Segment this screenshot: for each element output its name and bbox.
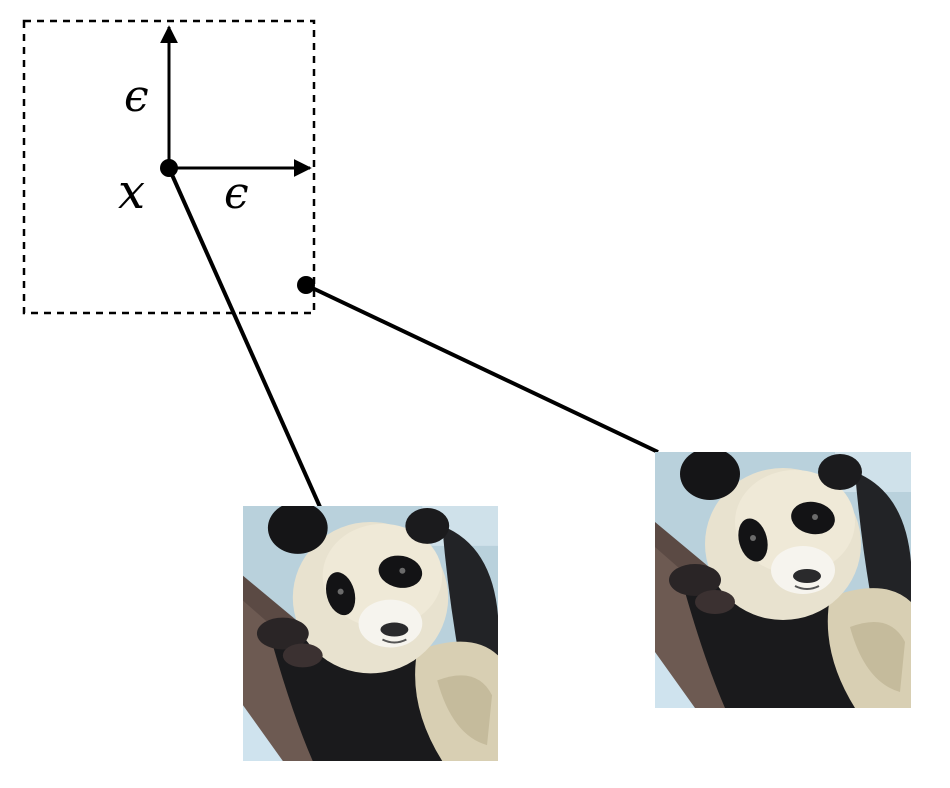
epsilon-box bbox=[22, 19, 316, 315]
original-panda-image bbox=[243, 506, 498, 761]
perturbed-point bbox=[297, 276, 315, 294]
epsilon-vertical-label: ϵ bbox=[124, 71, 149, 122]
point-x bbox=[160, 159, 178, 177]
epsilon-horizontal-label: ϵ bbox=[224, 168, 249, 219]
connector-to-original bbox=[167, 167, 322, 508]
perturbed-panda-image bbox=[655, 452, 911, 708]
x-label: x bbox=[118, 164, 145, 220]
connector-to-perturbed bbox=[305, 283, 659, 454]
